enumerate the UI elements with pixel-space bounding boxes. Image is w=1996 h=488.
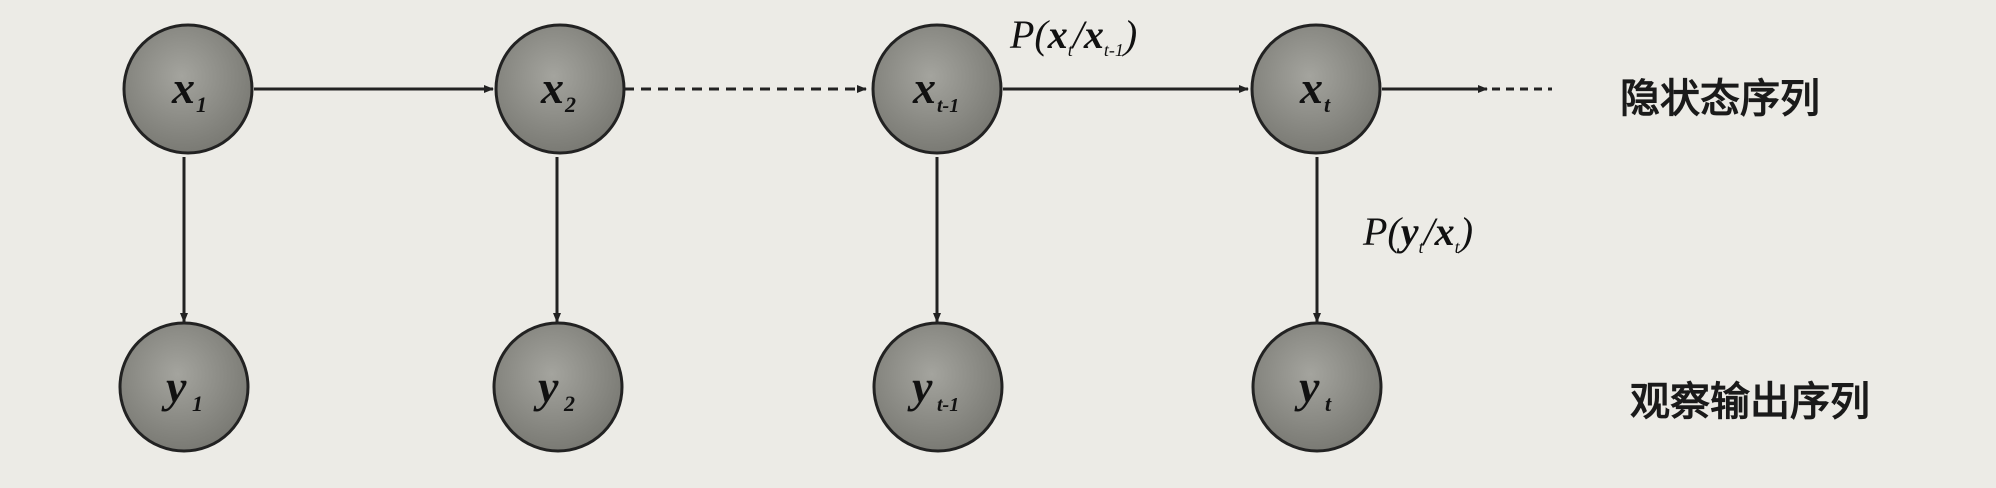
node-x1-sub: 1 — [196, 92, 207, 117]
node-y2: y 2 — [492, 321, 624, 453]
node-y1-sub: 1 — [192, 391, 203, 416]
node-x2: x 2 — [494, 23, 626, 155]
hidden-sequence-label: 隐状态序列 — [1620, 76, 1820, 122]
node-xt-sub: t — [1324, 92, 1331, 117]
emission-a-sub: t — [1419, 237, 1425, 257]
emission-probability-label: P(yt/xt) — [1362, 209, 1473, 257]
node-y2-sub: 2 — [563, 391, 575, 416]
node-yt-main: y — [1294, 361, 1320, 412]
node-xt-1-main: x — [912, 62, 936, 113]
node-y2-main: y — [533, 361, 559, 412]
transition-prefix: P( — [1009, 12, 1050, 57]
transition-a: x — [1047, 12, 1068, 57]
node-yt-1-sub: t-1 — [937, 394, 959, 416]
node-x2-sub: 2 — [564, 92, 576, 117]
emission-b: x — [1434, 209, 1455, 254]
node-yt-1-main: y — [907, 361, 933, 412]
transition-suffix: ) — [1122, 12, 1137, 57]
node-y1: y 1 — [118, 321, 250, 453]
emission-b-sub: t — [1455, 237, 1461, 257]
node-yt-sub: t — [1325, 391, 1332, 416]
node-xt-main: x — [1299, 62, 1323, 113]
node-xt: x t — [1250, 23, 1382, 155]
emission-prefix: P( — [1362, 209, 1403, 254]
transition-b: x — [1083, 12, 1104, 57]
node-xt-1-sub: t-1 — [937, 95, 959, 117]
transition-a-sub: t — [1068, 40, 1074, 60]
transition-probability-label: P(xt/xt-1) — [1009, 12, 1137, 60]
node-x2-main: x — [540, 62, 564, 113]
transition-b-sub: t-1 — [1104, 40, 1124, 60]
node-y1-main: y — [161, 361, 187, 412]
observed-sequence-label: 观察输出序列 — [1630, 379, 1870, 425]
node-yt-1: y t-1 — [872, 321, 1004, 453]
emission-sep: / — [1422, 209, 1439, 254]
transition-sep: / — [1071, 12, 1088, 57]
node-x1-main: x — [171, 62, 195, 113]
emission-suffix: ) — [1458, 209, 1473, 254]
node-yt: y t — [1251, 321, 1383, 453]
node-x1: x 1 — [122, 23, 254, 155]
emission-a: y — [1397, 209, 1419, 254]
node-xt-1: x t-1 — [871, 23, 1003, 155]
